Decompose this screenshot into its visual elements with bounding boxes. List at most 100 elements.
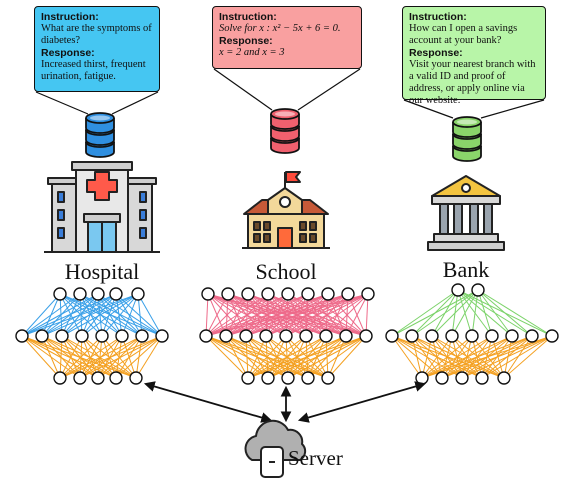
edge (205, 293, 249, 337)
neuron (155, 329, 169, 343)
neuron (321, 287, 335, 301)
neuron (53, 287, 67, 301)
edge (421, 335, 513, 379)
neuron (475, 371, 489, 385)
edge (21, 293, 81, 337)
edge (21, 335, 99, 379)
edge (421, 335, 433, 379)
edge (61, 293, 81, 337)
neuron (201, 287, 215, 301)
edge (59, 335, 163, 379)
edge (205, 293, 229, 337)
edge (225, 335, 249, 379)
neuron (115, 329, 129, 343)
server-cloud-icon (244, 419, 307, 478)
edge (59, 335, 123, 379)
neuron (53, 371, 67, 385)
database-highlight (457, 119, 477, 125)
neuron (73, 287, 87, 301)
neuron (129, 371, 143, 385)
neuron (35, 329, 49, 343)
edge (345, 293, 369, 337)
neuron (485, 329, 499, 343)
edge (421, 335, 473, 379)
response-text: x = 2 and x = 3 (219, 47, 285, 59)
edge (59, 335, 103, 379)
edge (411, 335, 505, 379)
edge (421, 335, 533, 379)
bank-database-icon (452, 116, 482, 162)
school-database-icon (270, 108, 300, 154)
edge (247, 335, 287, 379)
neuron (15, 329, 29, 343)
edge (61, 335, 117, 379)
neuron (281, 371, 295, 385)
neuron (109, 371, 123, 385)
edge (305, 293, 369, 337)
edge (115, 335, 163, 379)
neuron (109, 287, 123, 301)
neuron (199, 329, 213, 343)
edge (245, 293, 369, 337)
edge (247, 335, 307, 379)
edge (205, 293, 309, 337)
neuron (95, 329, 109, 343)
edge (21, 293, 61, 337)
edge (503, 335, 533, 379)
edge (421, 335, 553, 379)
edge (325, 293, 369, 337)
connection-arrows (143, 381, 427, 423)
edge (21, 293, 139, 337)
edge (471, 289, 479, 337)
edge (41, 335, 99, 379)
edge (121, 293, 139, 337)
edge (41, 335, 61, 379)
edge (97, 335, 163, 379)
edge (411, 289, 479, 337)
edge (61, 293, 139, 337)
neuron (221, 287, 235, 301)
edge (21, 335, 117, 379)
neuron (435, 371, 449, 385)
edge (79, 293, 143, 337)
edge (247, 335, 347, 379)
school-label: School (255, 259, 317, 284)
neuron (445, 329, 459, 343)
edge (365, 293, 369, 337)
server-label: Server (288, 446, 343, 470)
edge (79, 335, 163, 379)
edge (451, 289, 479, 337)
instruction-text: Solve for x : x² − 5x + 6 = 0. (219, 23, 341, 35)
arrow-hospital-server (143, 381, 273, 423)
edge (205, 293, 289, 337)
edge (391, 289, 459, 337)
neuron (55, 329, 69, 343)
neuron (341, 287, 355, 301)
school-instruction-card: Instruction: Solve for x : x² − 5x + 6 =… (212, 6, 362, 69)
edge (115, 293, 143, 337)
edge (21, 293, 117, 337)
neuron (131, 287, 145, 301)
response-text: Increased thirst, frequent urination, fa… (41, 59, 146, 83)
edge (265, 293, 369, 337)
instruction-label: Instruction: (219, 11, 277, 23)
school-neural-network (199, 287, 375, 385)
hospital-neural-network (15, 287, 169, 385)
edge (41, 335, 117, 379)
edge (205, 293, 349, 337)
neuron (505, 329, 519, 343)
instruction-text: How can I open a savings account at your… (409, 23, 518, 47)
neuron (281, 287, 295, 301)
arrow-bank-server (297, 381, 427, 423)
response-label: Response: (219, 35, 273, 48)
edge (247, 335, 367, 379)
hospital-instruction-card: Instruction: What are the symptoms of di… (34, 6, 160, 92)
edge (59, 335, 143, 379)
edge (267, 335, 367, 379)
edge (135, 335, 163, 379)
neuron (75, 329, 89, 343)
hospital-building-icon (44, 161, 160, 253)
instruction-text: What are the symptoms of diabetes? (41, 23, 152, 47)
neuron (425, 329, 439, 343)
edge (21, 335, 61, 379)
